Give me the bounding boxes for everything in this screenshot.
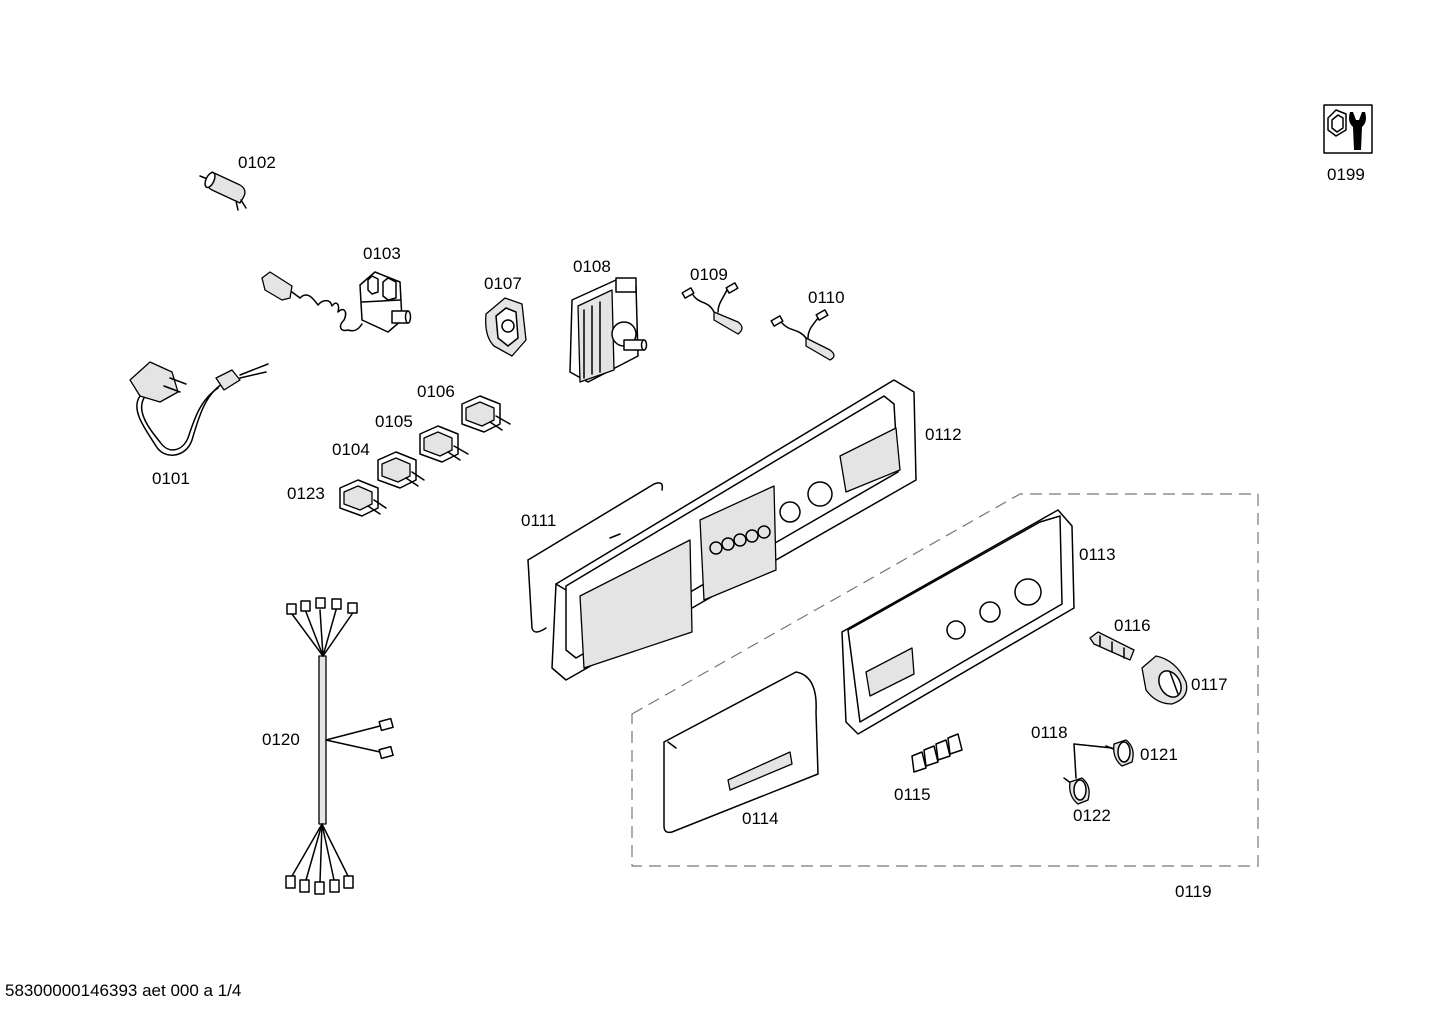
label-0122: 0122 (1073, 806, 1111, 825)
label-0120: 0120 (262, 730, 300, 749)
part-0121-knob (1105, 739, 1134, 767)
label-0199: 0199 (1327, 165, 1365, 184)
wrench-nut-icon (1323, 104, 1373, 154)
label-0115: 0115 (894, 785, 931, 804)
document-id-footer: 58300000146393 aet 000 a 1/4 (5, 981, 242, 1000)
part-0115-buttons (911, 733, 963, 773)
label-0106: 0106 (417, 382, 455, 401)
label-0110: 0110 (808, 288, 845, 307)
part-0105-switch (419, 425, 469, 463)
label-0116: 0116 (1114, 616, 1151, 635)
label-0108: 0108 (573, 257, 611, 276)
part-0117-knob (1141, 655, 1188, 705)
part-0118-knob-set (1073, 743, 1113, 779)
label-0107: 0107 (484, 274, 522, 293)
part-0122-knob (1063, 777, 1090, 805)
label-0112: 0112 (925, 425, 962, 444)
part-0101-power-cord (129, 361, 269, 456)
part-0104-switch (377, 451, 425, 489)
label-0104: 0104 (332, 440, 370, 459)
label-0123: 0123 (287, 484, 325, 503)
part-0123-switch (339, 479, 387, 517)
part-0110-lamp (770, 309, 835, 361)
label-0117: 0117 (1191, 675, 1228, 694)
part-0108-programmer (569, 277, 648, 383)
part-0102-capacitor (199, 171, 247, 211)
part-0114-drawer-front (663, 671, 819, 834)
label-0101: 0101 (152, 469, 190, 488)
kit-0119-outline (631, 493, 1259, 867)
part-0116-spindle (1089, 631, 1135, 661)
label-0111: 0111 (521, 511, 556, 530)
part-0107-insert (485, 297, 527, 357)
part-0106-switch (461, 395, 511, 433)
label-0119: 0119 (1175, 882, 1212, 901)
part-0113-fascia (841, 509, 1075, 735)
label-0114: 0114 (742, 809, 779, 828)
part-labels: 0101 0102 0103 0104 0105 0106 0107 0108 … (152, 153, 1365, 901)
part-0111-seal (527, 482, 664, 633)
label-0109: 0109 (690, 265, 728, 284)
label-0118: 0118 (1031, 723, 1068, 742)
label-0105: 0105 (375, 412, 413, 431)
label-0103: 0103 (363, 244, 401, 263)
part-0120-wiring-harness (285, 597, 394, 895)
part-0109-lamp (681, 282, 743, 335)
part-0112-control-panel (551, 379, 917, 681)
label-0113: 0113 (1079, 545, 1116, 564)
label-0121: 0121 (1140, 745, 1178, 764)
label-0102: 0102 (238, 153, 276, 172)
part-0103-thermostat (261, 271, 412, 333)
